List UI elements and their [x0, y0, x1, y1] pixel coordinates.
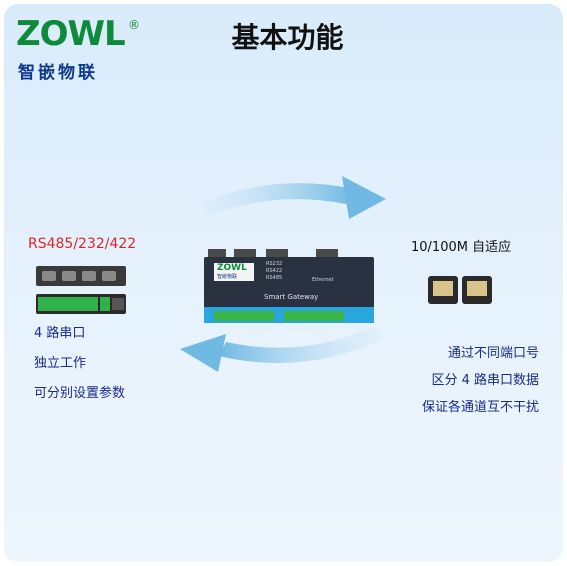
device-net-label: Ethernet	[312, 277, 334, 283]
right-line-3: 保证各通道互不干扰	[421, 400, 539, 415]
swap-arrow-top-icon	[199, 176, 386, 219]
right-line-1: 通过不同端口号	[447, 346, 539, 361]
page-title: 基本功能	[231, 21, 344, 54]
rj45-port-icon	[428, 276, 458, 304]
swap-arrow-bottom-icon	[180, 326, 384, 372]
left-line-2: 独立工作	[34, 356, 87, 371]
rj45-port-icon	[462, 276, 492, 304]
logo-mark: ZOWL	[16, 14, 126, 54]
protocol-label: RS485/232/422	[28, 236, 137, 252]
content-card: ZOWL ® 智嵌物联 基本功能 RS485/232/422	[4, 4, 563, 562]
right-line-2: 区分 4 路串口数据	[431, 373, 539, 388]
serial-port-strip	[36, 266, 126, 286]
network-label: 10/100M 自适应	[411, 240, 512, 255]
terminal-block-strip	[36, 294, 126, 314]
left-line-1: 4 路串口	[34, 326, 86, 341]
registered-mark: ®	[128, 18, 140, 32]
device-product: Smart Gateway	[264, 293, 319, 301]
swap-arrows	[180, 176, 386, 372]
device-brand: ZOWL	[217, 263, 247, 273]
gateway-device: ZOWL 智嵌物联 RS232 RS422 RS485 Ethernet Sma…	[204, 249, 374, 331]
device-brand-cn: 智嵌物联	[217, 274, 238, 280]
logo-chinese: 智嵌物联	[18, 63, 98, 83]
brand-logo: ZOWL ® 智嵌物联	[16, 14, 146, 84]
device-port-labels: RS232 RS422 RS485	[266, 261, 283, 281]
left-line-3: 可分别设置参数	[34, 386, 126, 401]
